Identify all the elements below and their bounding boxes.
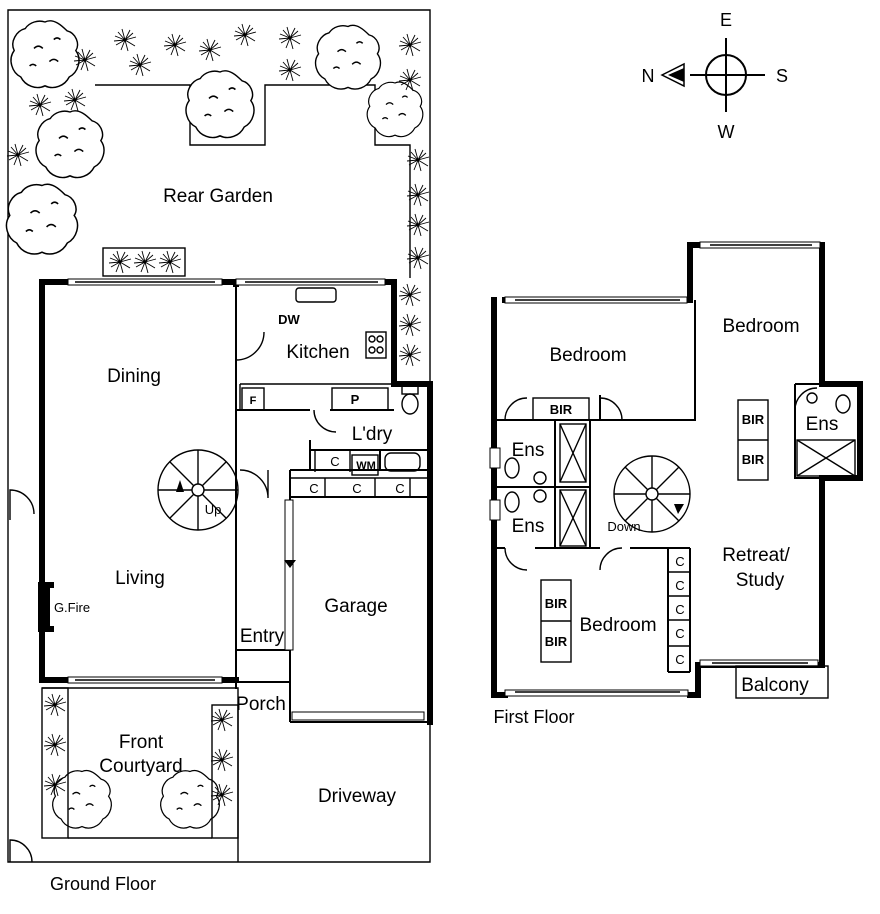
label-garage: Garage xyxy=(324,596,387,617)
label-dishwasher: DW xyxy=(278,312,300,327)
house-walls xyxy=(39,279,433,725)
laundry-trough xyxy=(384,452,421,472)
courtyard-wall xyxy=(42,687,239,862)
pantry xyxy=(331,387,389,411)
balcony xyxy=(735,665,829,699)
label-cupboard-garage-2: C xyxy=(352,481,361,496)
bir-north xyxy=(532,397,590,421)
label-bedroom-south: Bedroom xyxy=(722,316,799,337)
rear-planter xyxy=(102,247,186,277)
washing-machine xyxy=(351,454,379,476)
first-floor-walls xyxy=(491,242,863,698)
label-retreat-2: Study xyxy=(736,570,785,591)
label-bedroom-north: Bedroom xyxy=(549,345,626,366)
label-front-courtyard-2: Courtyard xyxy=(99,756,182,777)
label-bir-south-1: BIR xyxy=(742,412,765,427)
label-ensuite-middle: Ens xyxy=(512,516,545,537)
label-cupboard-ff-1: C xyxy=(675,554,684,569)
ground-floor xyxy=(5,9,433,863)
label-ensuite-north: Ens xyxy=(512,440,545,461)
bedroom-front-window xyxy=(504,689,689,697)
fridge-space xyxy=(241,387,265,411)
label-cupboard-ff-4: C xyxy=(675,626,684,641)
label-washing-machine: WM xyxy=(356,460,376,472)
label-cupboard-laundry: C xyxy=(330,454,339,469)
label-cupboard-garage-1: C xyxy=(309,481,318,496)
label-entry: Entry xyxy=(240,626,285,647)
garage-side-door xyxy=(284,499,294,651)
compass-east: E xyxy=(720,10,732,30)
label-cupboard-ff-2: C xyxy=(675,578,684,593)
label-stair-down: Down xyxy=(607,519,640,534)
label-stair-up: Up xyxy=(205,502,222,517)
label-bir-south-2: BIR xyxy=(742,452,765,467)
label-living: Living xyxy=(115,568,165,589)
shower-ensuite-south xyxy=(796,439,856,477)
stair-down xyxy=(613,455,691,533)
label-fridge: F xyxy=(250,395,257,407)
label-balcony: Balcony xyxy=(741,675,809,696)
label-front-courtyard-1: Front xyxy=(119,732,164,753)
laundry-toilet xyxy=(401,393,419,415)
courtyard-planter-right xyxy=(211,704,239,839)
label-bedroom-front: Bedroom xyxy=(579,615,656,636)
garage-door xyxy=(291,711,425,721)
toilet-south xyxy=(504,491,520,513)
label-cupboard-ff-5: C xyxy=(675,652,684,667)
first-floor xyxy=(489,241,863,699)
compass-north: N xyxy=(642,66,655,86)
label-rear-garden: Rear Garden xyxy=(163,186,273,207)
compass-west: W xyxy=(718,122,735,142)
shower-south xyxy=(559,489,587,547)
compass xyxy=(660,38,765,112)
cooktop xyxy=(365,331,387,359)
kitchen-door-swing xyxy=(235,331,265,361)
ground-floor-title: Ground Floor xyxy=(50,874,156,894)
label-driveway: Driveway xyxy=(318,786,397,807)
label-kitchen: Kitchen xyxy=(286,342,349,363)
label-retreat-1: Retreat/ xyxy=(722,545,790,566)
label-bir-front-1: BIR xyxy=(545,596,568,611)
stair-up xyxy=(157,449,239,531)
compass-south: S xyxy=(776,66,788,86)
label-porch: Porch xyxy=(236,694,286,715)
label-laundry: L'dry xyxy=(352,424,393,445)
kitchen-sink xyxy=(295,287,337,303)
label-gas-fire: G.Fire xyxy=(54,600,90,615)
first-floor-title: First Floor xyxy=(494,707,575,727)
label-cupboard-garage-3: C xyxy=(395,481,404,496)
site-boundary xyxy=(7,9,431,863)
label-ensuite-south: Ens xyxy=(806,414,839,435)
label-dining: Dining xyxy=(107,366,161,387)
label-cupboard-ff-3: C xyxy=(675,602,684,617)
label-bir-front-2: BIR xyxy=(545,634,568,649)
toilet-north xyxy=(504,457,520,479)
label-pantry: P xyxy=(351,392,360,407)
shower-north xyxy=(559,423,587,483)
label-bir-north: BIR xyxy=(550,402,573,417)
